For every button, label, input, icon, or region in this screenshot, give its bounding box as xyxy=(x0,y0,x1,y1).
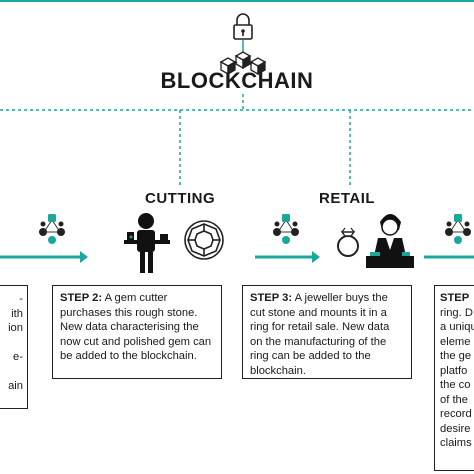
blockchain-title: BLOCKCHAIN xyxy=(160,68,314,93)
step-4-line: record xyxy=(440,408,472,420)
left-box-line: ith xyxy=(11,307,23,320)
padlock-icon xyxy=(233,13,253,40)
step-4-line: the ge xyxy=(440,350,472,362)
left-box-line: ain xyxy=(8,380,23,392)
step-4-line: platfo xyxy=(440,364,468,377)
step-box-4-partial: STEP ring. D a uniqu eleme the ge platfo… xyxy=(434,285,474,471)
step-4-line: the co xyxy=(440,379,471,391)
network-nodes-icon xyxy=(445,214,471,244)
step-box-left-partial: - ith ion e- ain xyxy=(0,285,28,409)
left-box-line: - xyxy=(19,293,23,305)
ring-icon xyxy=(337,227,359,257)
step-3-label: STEP 3: xyxy=(250,292,293,304)
stage-label-retail: RETAIL xyxy=(319,190,376,207)
gem-cutter-icon xyxy=(124,213,170,273)
diamond-icon xyxy=(184,220,224,260)
blockchain-cubes-icon xyxy=(219,51,267,76)
step-4-line: ring. D xyxy=(440,306,473,319)
step-4-line: of the xyxy=(440,393,468,406)
step-2-label: STEP 2: xyxy=(60,292,103,304)
step-box-3: STEP 3: A jeweller buys the cut stone an… xyxy=(242,285,412,379)
network-nodes-icon xyxy=(39,214,65,244)
left-box-line xyxy=(0,365,23,380)
jeweller-icon xyxy=(366,214,414,268)
step-2-text: A gem cutter purchases this rough stone.… xyxy=(60,292,212,362)
step-4-line: a uniqu xyxy=(440,321,474,333)
stage-label-cutting: CUTTING xyxy=(145,190,216,207)
left-box-line: e- xyxy=(13,351,23,363)
step-4-line: desire xyxy=(440,422,471,435)
step-4-line: eleme xyxy=(440,335,471,348)
step-3-text: A jeweller buys the cut stone and mounts… xyxy=(250,292,390,377)
step-4-label: STEP xyxy=(440,292,470,304)
network-nodes-icon xyxy=(273,214,299,244)
step-4-line: claims xyxy=(440,437,472,449)
left-box-line: ion xyxy=(8,322,23,334)
left-box-line xyxy=(0,336,23,351)
flow-arrows xyxy=(0,251,474,263)
step-box-2: STEP 2: A gem cutter purchases this roug… xyxy=(52,285,222,379)
